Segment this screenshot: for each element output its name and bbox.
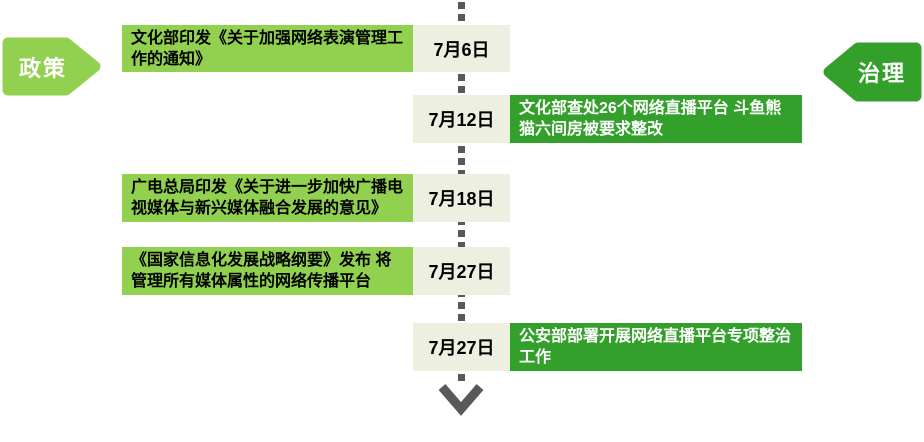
event-text: 文化部印发《关于加强网络表演管理工作的通知》 [131, 29, 404, 68]
policy-banner-chevron-icon [2, 37, 101, 96]
event-text: 《国家信息化发展战略纲要》发布 将管理所有媒体属性的网络传播平台 [131, 252, 392, 290]
event-text: 广电总局印发《关于进一步加快广播电视媒体与新兴媒体融合发展的意见》 [131, 179, 404, 217]
date-label: 7月12日 [428, 110, 495, 130]
date-chip-3: 7月18日 [413, 174, 510, 222]
date-label: 7月18日 [428, 189, 495, 209]
arrow-down-icon [438, 384, 484, 416]
event-box-governance-1: 文化部查处26个网络直播平台 斗鱼熊猫六间房被要求整改 [510, 95, 802, 143]
date-label: 7月6日 [433, 39, 490, 60]
governance-banner: 治理 [820, 42, 922, 102]
event-text: 公安部部署开展网络直播平台专项整治工作 [519, 328, 792, 366]
governance-banner-label: 治理 [857, 61, 906, 86]
date-chip-1: 7月6日 [413, 25, 510, 72]
date-label: 7月27日 [428, 338, 495, 358]
event-text: 文化部查处26个网络直播平台 斗鱼熊猫六间房被要求整改 [519, 100, 782, 138]
date-chip-5: 7月27日 [413, 323, 510, 371]
event-box-policy-1: 文化部印发《关于加强网络表演管理工作的通知》 [122, 25, 413, 72]
event-box-governance-2: 公安部部署开展网络直播平台专项整治工作 [510, 323, 802, 371]
date-label: 7月27日 [428, 262, 495, 282]
date-chip-4: 7月27日 [413, 247, 510, 295]
date-chip-2: 7月12日 [413, 95, 510, 143]
policy-banner-label: 政策 [18, 55, 67, 81]
event-box-policy-2: 广电总局印发《关于进一步加快广播电视媒体与新兴媒体融合发展的意见》 [122, 174, 413, 222]
event-box-policy-3: 《国家信息化发展战略纲要》发布 将管理所有媒体属性的网络传播平台 [122, 247, 413, 295]
governance-banner-chevron-icon [823, 42, 922, 102]
policy-banner: 政策 [2, 37, 102, 96]
